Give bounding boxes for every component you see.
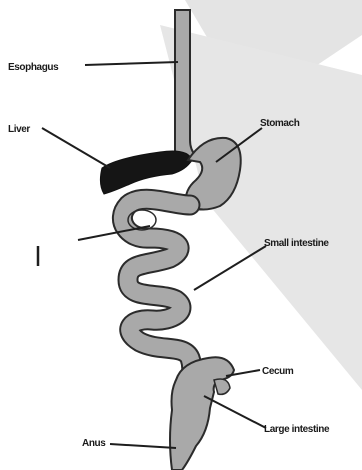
small-intestine-leader	[194, 246, 266, 290]
large-intestine-shape	[170, 357, 234, 470]
liver-shape	[100, 151, 192, 194]
large-intestine-leader	[204, 396, 266, 428]
label-anus: Anus	[82, 438, 106, 449]
liver-leader	[42, 128, 110, 168]
label-large-intestine: Large intestine	[264, 424, 330, 435]
label-stomach: Stomach	[260, 118, 300, 129]
anus-leader	[110, 444, 176, 448]
cecum-pouch	[214, 379, 230, 394]
label-liver: Liver	[8, 124, 30, 135]
label-small-intestine: Small intestine	[264, 238, 329, 249]
label-cecum: Cecum	[262, 366, 294, 377]
esophagus-leader	[85, 62, 178, 65]
label-esophagus: Esophagus	[8, 62, 59, 73]
